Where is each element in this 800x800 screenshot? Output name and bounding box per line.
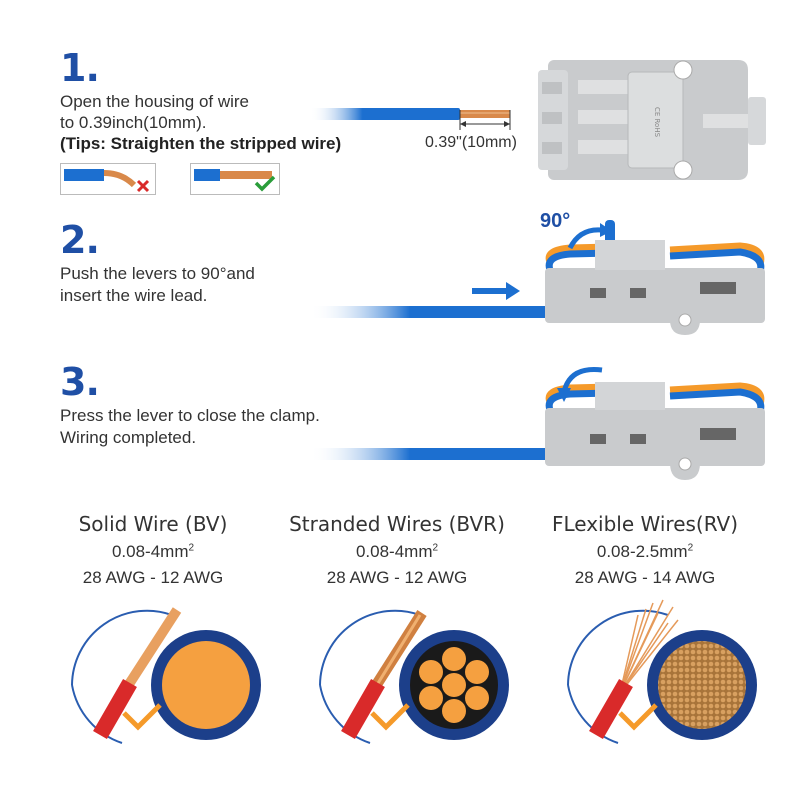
step-1-wire: [310, 108, 510, 120]
stranded-wire-illustration: [319, 609, 509, 744]
check-icon: [122, 703, 162, 731]
measure-label: 0.39"(10mm): [425, 134, 517, 151]
step-2-wire: [310, 306, 560, 318]
tip-bent-wire: [60, 163, 156, 195]
step-3-number: 3.: [60, 360, 100, 404]
step-3-line-2: Wiring completed.: [60, 428, 197, 447]
wire-type-spec: 0.08-4mm2: [111, 542, 195, 561]
flexible-wire-illustration: [567, 599, 757, 744]
connector-marking: CE RoHS: [653, 107, 661, 138]
rotate-arrow-icon: [557, 366, 603, 402]
wire-type-awg: 28 AWG - 14 AWG: [574, 568, 716, 587]
cross-icon: [136, 179, 150, 193]
wire-type-awg: 28 AWG - 12 AWG: [326, 568, 468, 587]
step-3-line-1: Press the lever to close the clamp.: [60, 406, 320, 425]
wire-type-title: Solid Wire (BV): [78, 512, 228, 536]
check-icon: [618, 703, 658, 731]
insert-arrow-icon: [472, 282, 520, 300]
wire-type-stranded: Stranded Wires (BVR) 0.08-4mm2 28 AWG - …: [272, 512, 522, 588]
measure-bracket: [459, 110, 511, 130]
step-1-tips: (Tips: Straighten the stripped wire): [60, 134, 342, 153]
step-2-number: 2.: [60, 218, 100, 262]
connector-lever-closed: [545, 366, 765, 480]
step-3-wire: [310, 448, 560, 460]
wire-type-title: FLexible Wires(RV): [551, 512, 739, 536]
wire-type-awg: 28 AWG - 12 AWG: [82, 568, 224, 587]
wire-type-spec: 0.08-2.5mm2: [596, 542, 694, 561]
step-1-number: 1.: [60, 46, 100, 90]
check-icon: [254, 175, 276, 192]
connector-open: CE RoHS: [538, 60, 766, 180]
wire-type-flexible: FLexible Wires(RV) 0.08-2.5mm2 28 AWG - …: [520, 512, 770, 588]
step-2-line-1: Push the levers to 90°and: [60, 264, 255, 283]
angle-label: 90°: [540, 210, 571, 232]
wire-type-spec: 0.08-4mm2: [355, 542, 439, 561]
solid-wire-illustration: [71, 607, 261, 744]
rotate-arrow-icon: [567, 223, 612, 250]
wire-type-title: Stranded Wires (BVR): [289, 512, 505, 536]
step-1-line-2: to 0.39inch(10mm).: [60, 113, 207, 132]
wire-type-solid: Solid Wire (BV) 0.08-4mm2 28 AWG - 12 AW…: [28, 512, 278, 588]
connector-lever-up: [545, 220, 765, 335]
step-1-line-1: Open the housing of wire: [60, 92, 250, 111]
tip-straight-wire: [190, 163, 280, 195]
check-icon: [370, 703, 410, 731]
step-2-line-2: insert the wire lead.: [60, 286, 208, 305]
